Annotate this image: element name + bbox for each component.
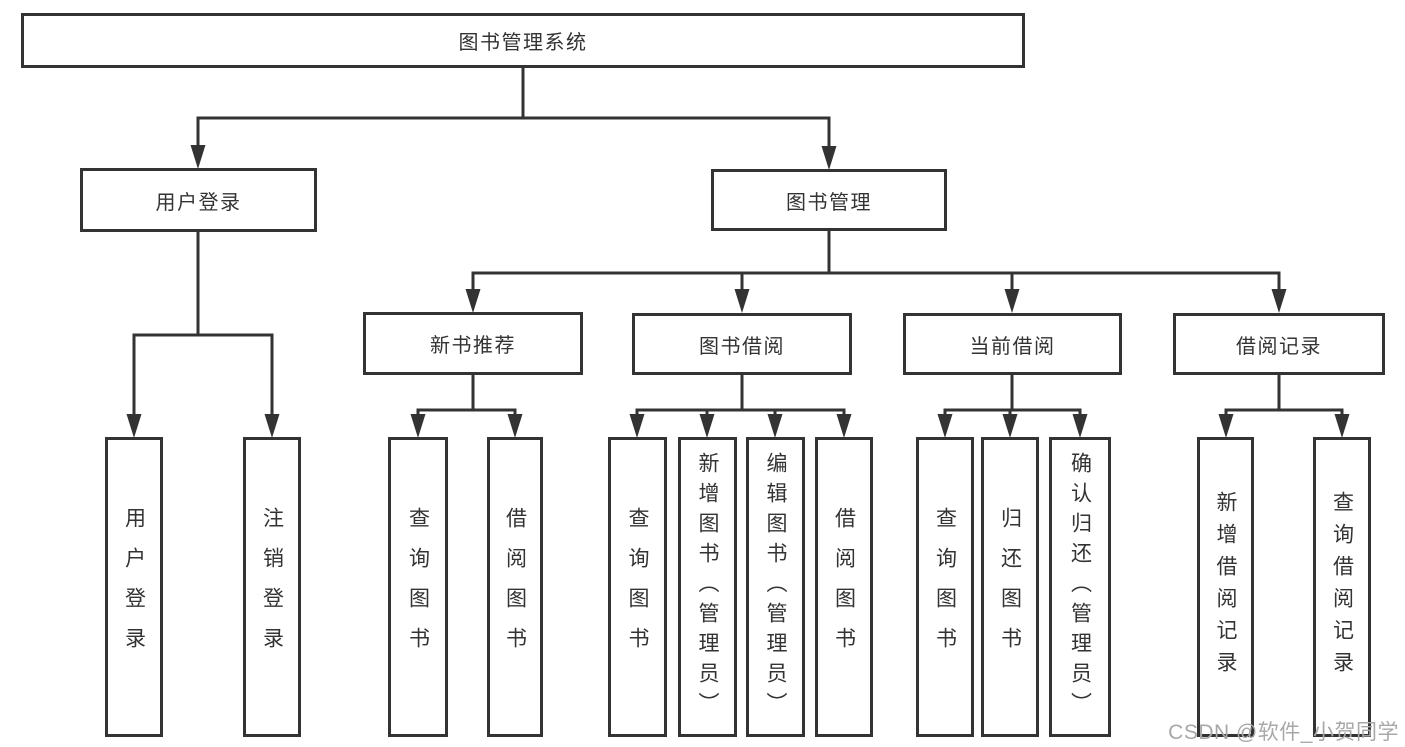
node-new-book-recommendation: 新书推荐 [363,312,583,375]
leaf-return-book: 归还图书 [981,437,1039,737]
node-library-system: 图书管理系统 [21,13,1025,68]
node-book-management-module: 图书管理 [711,169,947,231]
node-book-borrowing: 图书借阅 [632,313,852,375]
watermark: CSDN @软件_小贺同学 [1168,721,1399,744]
node-borrowing-records: 借阅记录 [1173,313,1385,375]
leaf-query-books-borrowing: 查询图书 [608,437,667,737]
leaf-borrow-books-recommend: 借阅图书 [487,437,543,737]
node-user-login-module: 用户登录 [80,168,317,232]
leaf-query-books-current: 查询图书 [916,437,974,737]
leaf-user-login: 用户登录 [105,437,163,737]
leaf-query-books-recommend: 查询图书 [388,437,448,737]
leaf-edit-book-admin: 编辑图书（管理员） [746,437,805,737]
arrowheads [126,145,1350,438]
leaf-borrow-books-borrowing: 借阅图书 [815,437,873,737]
node-current-borrowing: 当前借阅 [903,313,1122,375]
leaf-query-borrow-record: 查询借阅记录 [1313,437,1371,737]
leaf-logout: 注销登录 [243,437,301,737]
leaf-add-borrow-record: 新增借阅记录 [1197,437,1254,737]
leaf-confirm-return-admin: 确认归还（管理员） [1049,437,1111,737]
leaf-add-book-admin: 新增图书（管理员） [678,437,737,737]
